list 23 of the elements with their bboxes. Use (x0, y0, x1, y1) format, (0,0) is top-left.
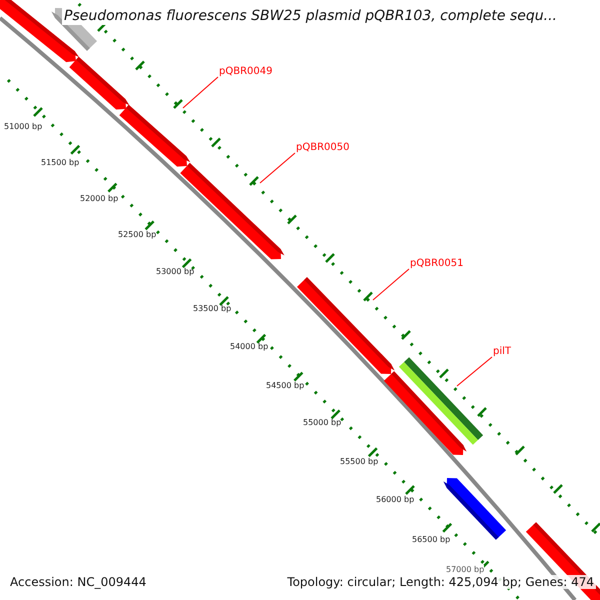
gene-label: pQBR0051 (410, 257, 464, 270)
tick-label: 53000 bp (156, 267, 194, 277)
tick-label: 51000 bp (4, 122, 42, 132)
info-text: Topology: circular; Length: 425,094 bp; Genes: 474 (285, 575, 596, 590)
tick-label: 54500 bp (266, 381, 304, 391)
tick-label: 52500 bp (118, 230, 156, 240)
tick-label: 56500 bp (412, 535, 450, 545)
tick-label: 51500 bp (41, 158, 80, 168)
leader-line (182, 76, 218, 108)
tick-label: 57000 bp (446, 565, 484, 575)
leader-line (372, 268, 410, 300)
gene-label: pilT (493, 345, 512, 358)
leader-line (456, 356, 492, 386)
gene-label: pQBR0049 (219, 65, 272, 78)
gene-label: pQBR0050 (296, 141, 350, 154)
tick-label: 55500 bp (340, 457, 378, 467)
tick-label: 54000 bp (230, 342, 268, 352)
tick-label: 53500 bp (193, 304, 232, 314)
leader-line (260, 152, 296, 184)
tick-label: 55000 bp (303, 418, 342, 428)
info-text: Accession: NC_009444 (8, 575, 148, 590)
tick-label: 56000 bp (376, 495, 414, 505)
tick-label: 52000 bp (80, 194, 118, 204)
